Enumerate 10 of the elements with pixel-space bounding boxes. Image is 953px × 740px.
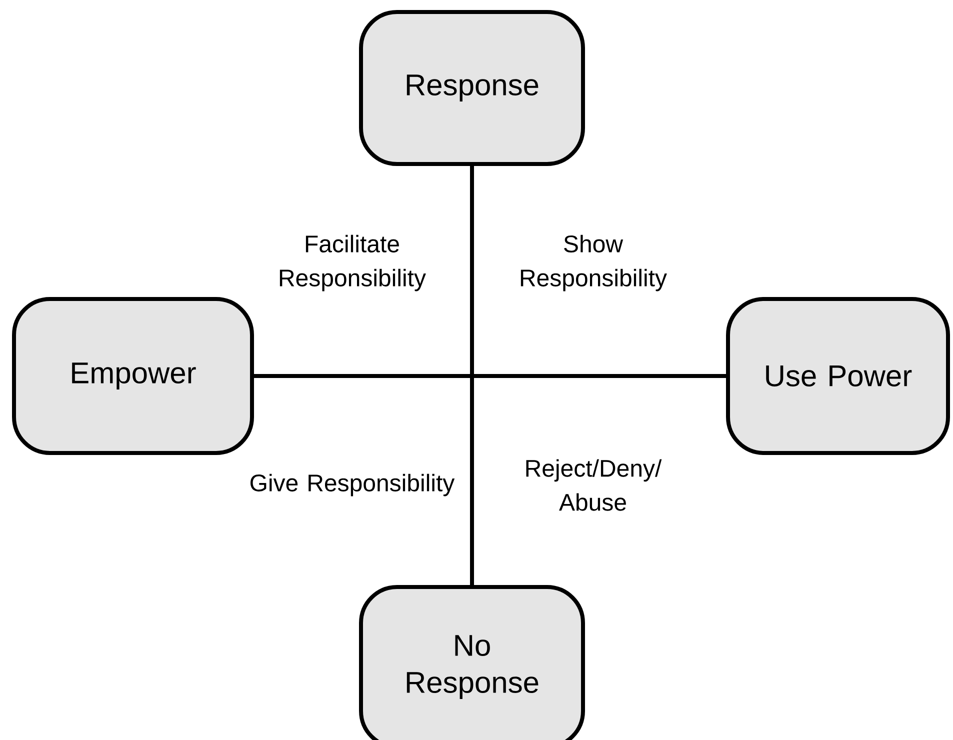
quadrant-label: Facilitate Responsibility [280,234,426,292]
rounded-box: No Response [359,585,585,740]
quadrant-label: Reject/Deny/ Abuse [526,459,662,511]
quadrant-label: Show Responsibility [520,234,667,292]
quadrant-label: Give Responsibility [250,474,455,496]
connector-line [470,166,474,585]
rounded-box: Response [359,10,585,166]
rounded-box: Use Power [726,297,950,455]
rounded-box: Empower [12,297,254,455]
connector-line [254,374,726,378]
